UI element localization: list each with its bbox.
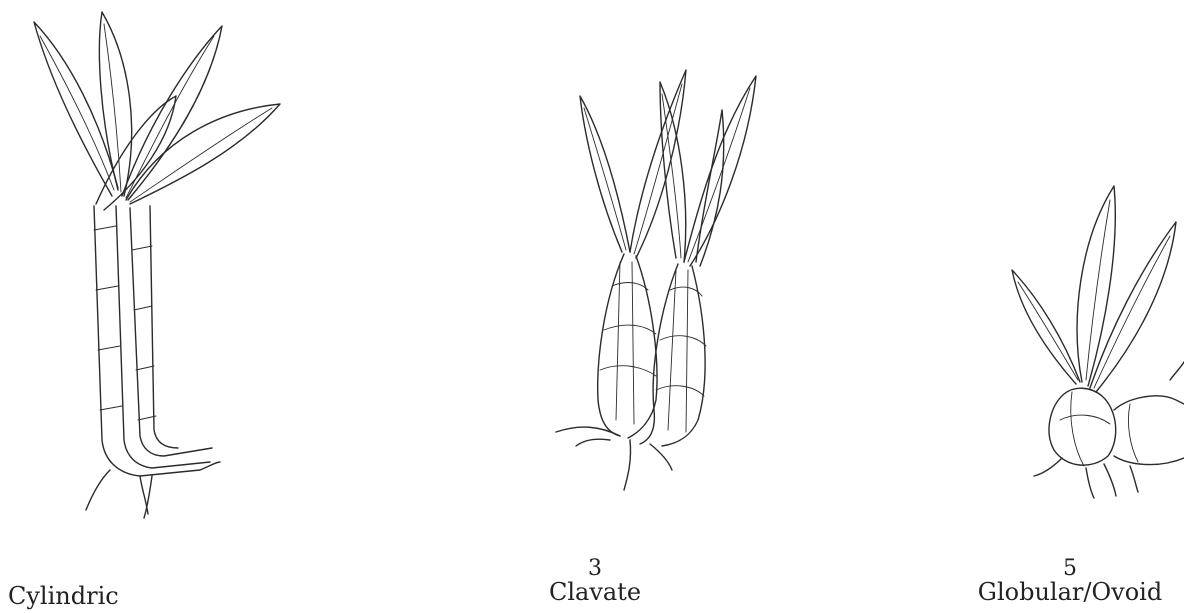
caption-label-cylindric: Cylindric bbox=[8, 582, 119, 610]
globular-ovoid-pseudobulb-drawing bbox=[1012, 186, 1184, 498]
clavate-pseudobulb-drawing bbox=[556, 70, 756, 490]
drawing-area bbox=[0, 0, 1184, 560]
caption-label-globular-ovoid: Globular/Ovoid bbox=[978, 578, 1162, 606]
caption-cylindric: Cylindric bbox=[8, 584, 119, 608]
cylindric-pseudobulb-drawing bbox=[34, 12, 280, 518]
caption-globular-ovoid: 5 Globular/Ovoid bbox=[960, 558, 1180, 604]
caption-number-3: 3 bbox=[520, 558, 670, 580]
caption-number-5: 5 bbox=[960, 558, 1180, 580]
caption-label-clavate: Clavate bbox=[549, 578, 641, 606]
caption-clavate: 3 Clavate bbox=[520, 558, 670, 604]
